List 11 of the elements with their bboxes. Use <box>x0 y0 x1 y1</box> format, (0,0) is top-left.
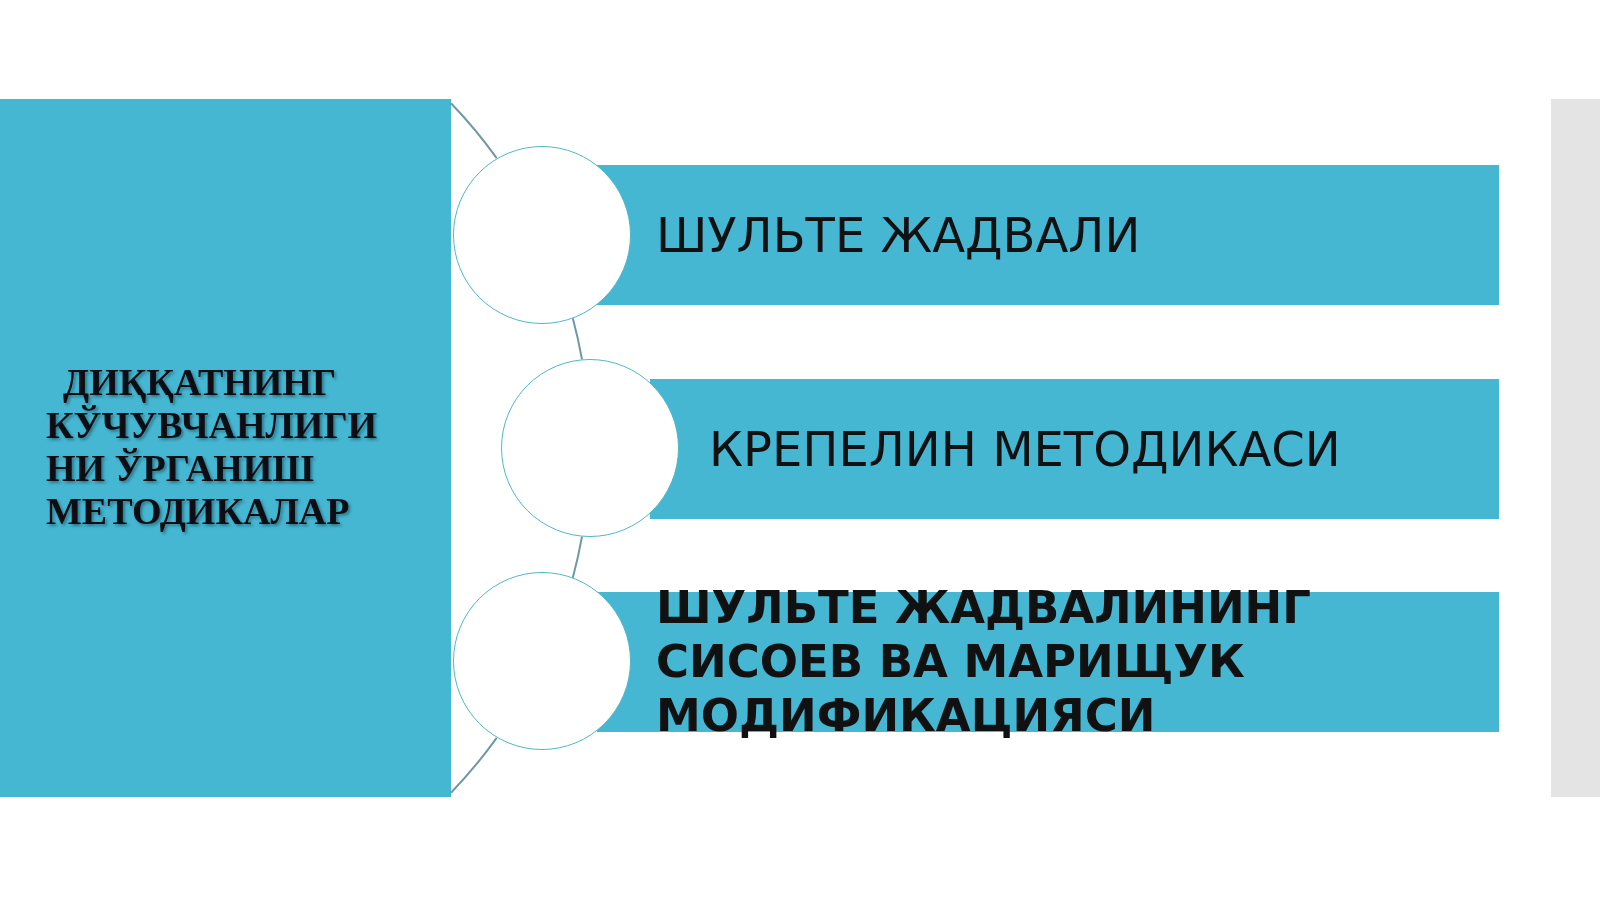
arc-connector <box>571 535 583 579</box>
banner-bar <box>597 165 1499 305</box>
banner-text: ШУЛЬТЕ ЖАДВАЛИНИНГ СИСОЕВ ВА МАРИЩУК МОДИФИКАЦИЯСИ <box>656 581 1312 743</box>
title-text: ДИҚҚАТНИНГ КЎЧУВЧАНЛИГИ НИ ЎРГАНИШ МЕТОДИКАЛАР <box>46 361 379 533</box>
banner-bar <box>650 379 1499 519</box>
banner-text: ШУЛЬТЕ ЖАДВАЛИ <box>656 206 1141 264</box>
arc-connector <box>571 317 583 361</box>
title-panel <box>0 99 451 797</box>
arc-connector <box>450 736 498 794</box>
banner-text: КРЕПЕЛИН МЕТОДИКАСИ <box>709 420 1341 478</box>
arc-connector <box>450 102 498 160</box>
